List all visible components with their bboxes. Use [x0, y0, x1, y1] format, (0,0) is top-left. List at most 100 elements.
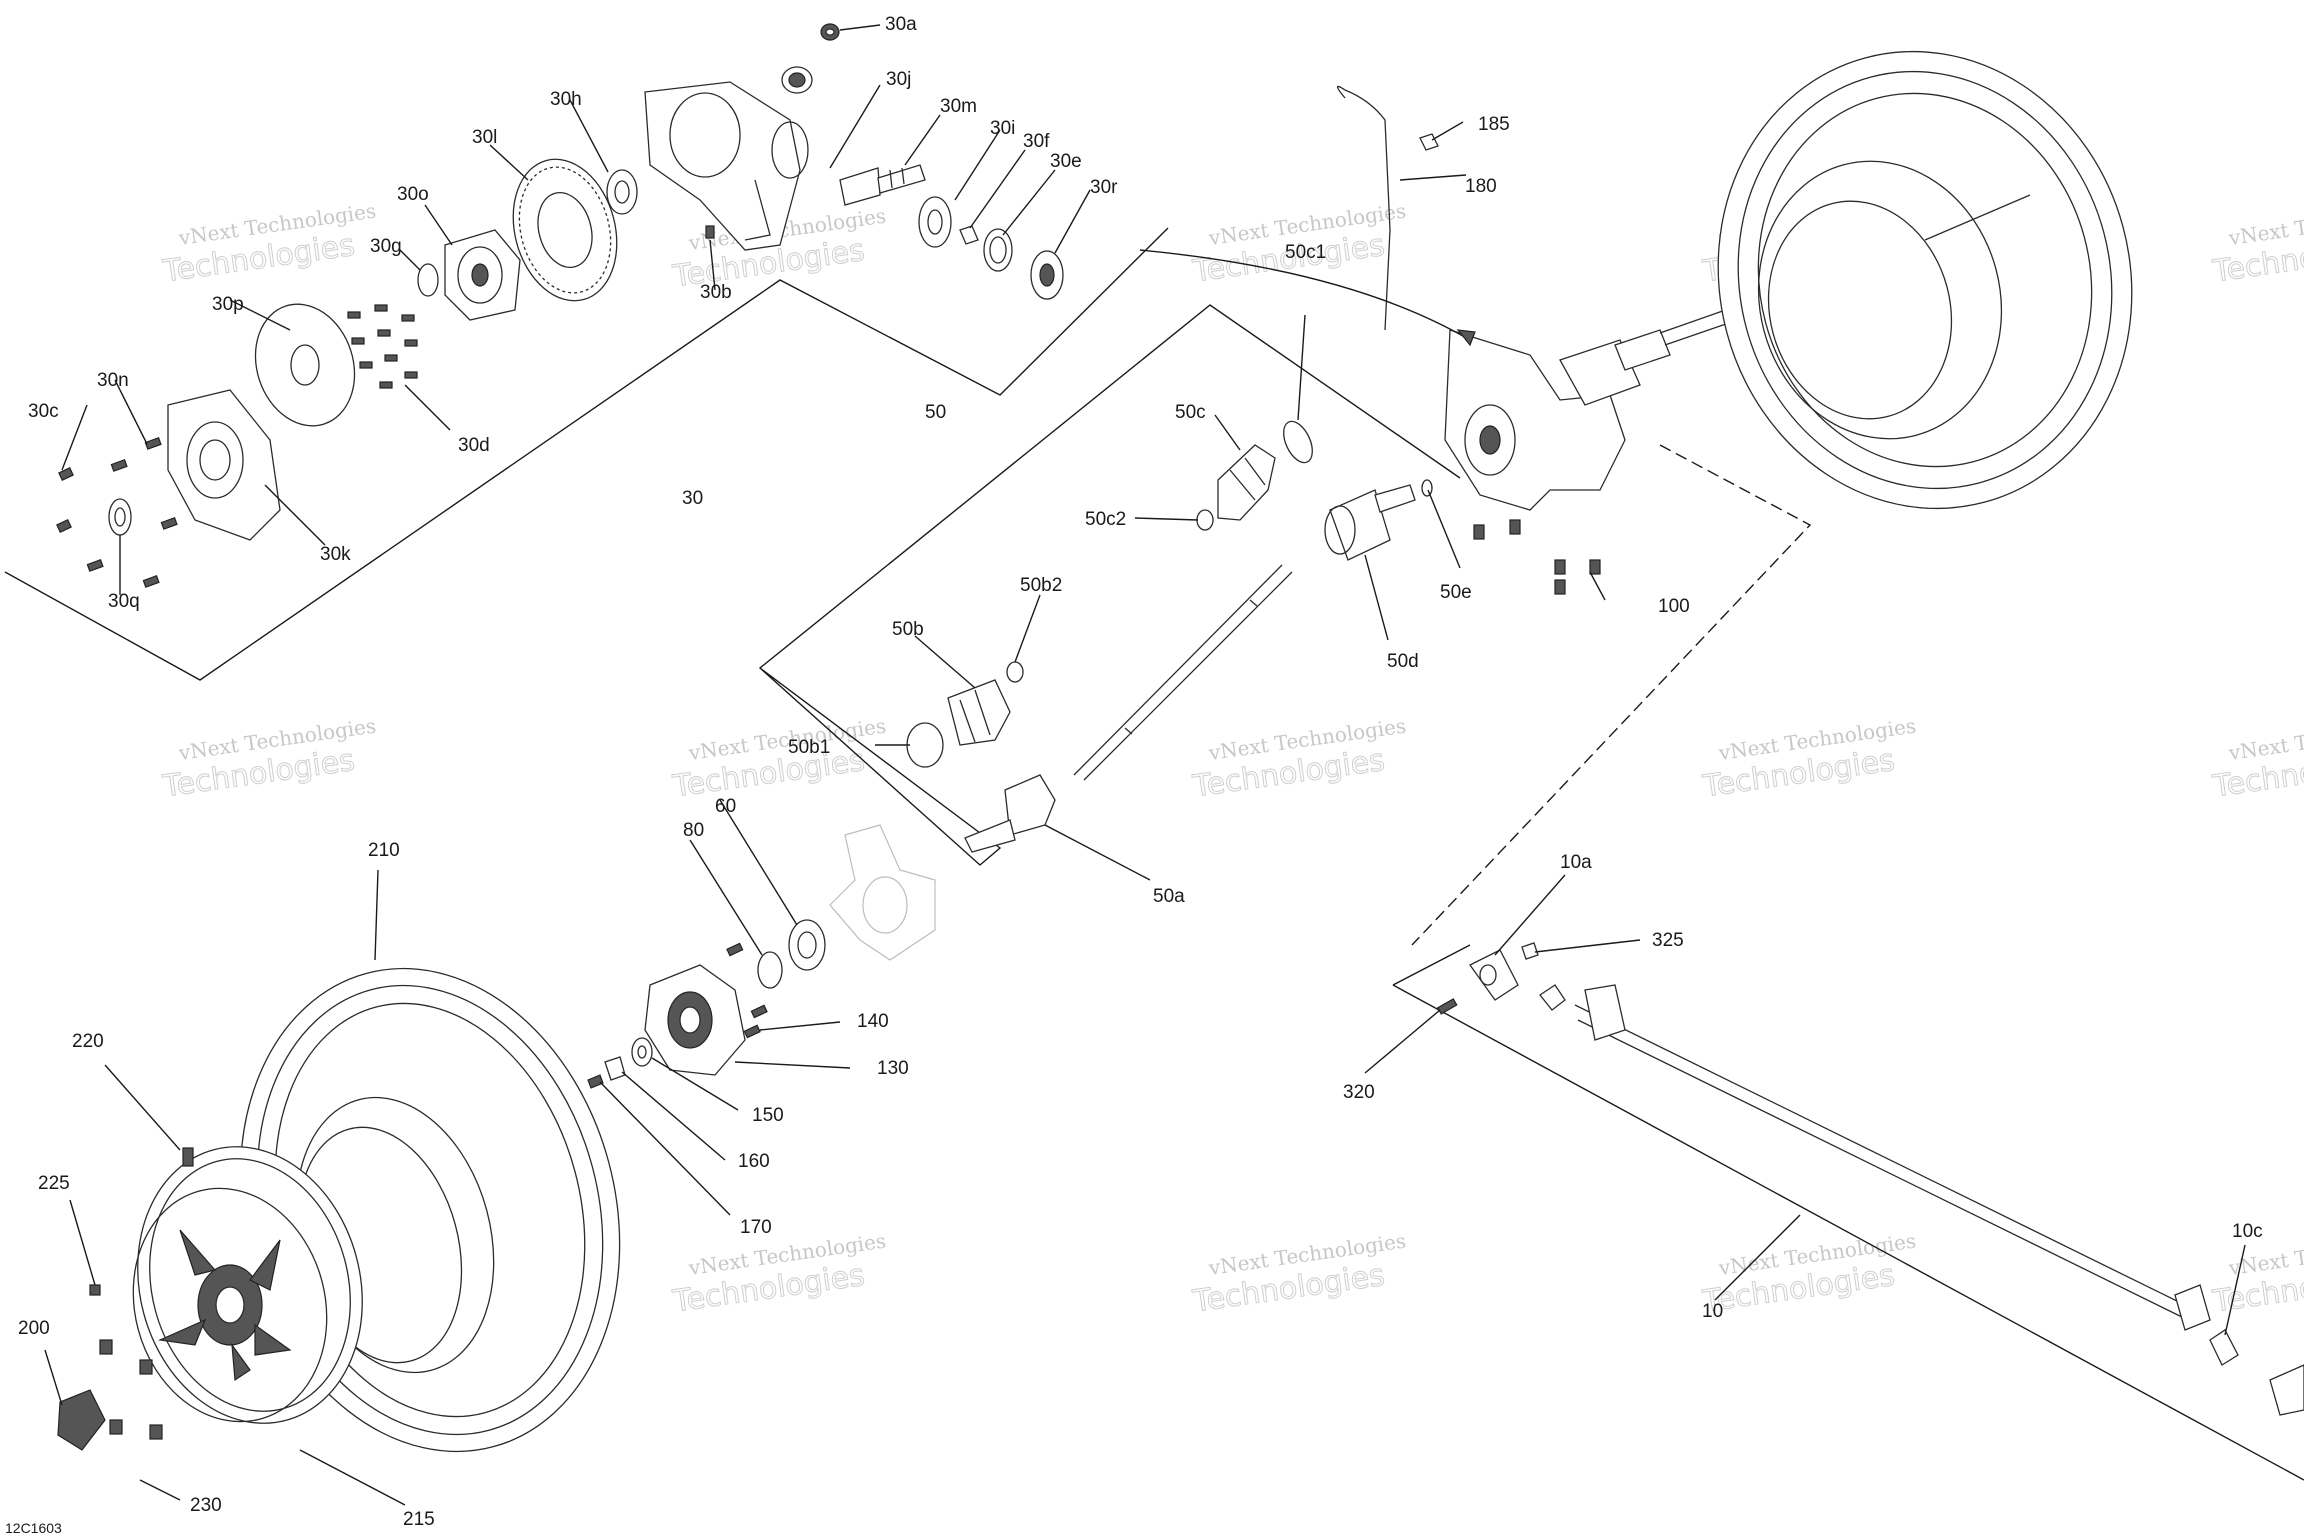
bolt-icon	[705, 225, 715, 239]
vent-hose-180	[1336, 85, 1391, 331]
bolt-icon	[58, 467, 74, 481]
callout-50d: 50d	[1387, 651, 1419, 672]
cover-30k	[167, 389, 281, 541]
boot-50c	[1217, 444, 1276, 521]
callout-30b: 30b	[700, 282, 732, 303]
bolt-icon	[377, 329, 391, 337]
hub-cap-200	[57, 1389, 106, 1451]
bolt-icon	[743, 1024, 761, 1039]
group-50-half-shaft	[906, 420, 1433, 853]
callout-180: 180	[1465, 176, 1497, 197]
figure-code: 12C1603	[5, 1520, 62, 1536]
nut-160	[604, 1056, 626, 1081]
bearing-30h	[606, 169, 638, 215]
yoke-end	[2269, 1364, 2304, 1416]
callout-30k: 30k	[320, 544, 351, 565]
callout-30j: 30j	[886, 69, 911, 90]
clamp-50c1	[1283, 420, 1313, 464]
callout-60: 60	[715, 796, 736, 817]
yoke-rear	[2174, 1284, 2211, 1331]
callout-50e: 50e	[1440, 582, 1472, 603]
bolt-icon	[1436, 998, 1458, 1015]
group-10-bracket-top	[1392, 944, 1471, 986]
knuckle-ghost	[829, 824, 936, 961]
group-10-bracket	[1392, 984, 2304, 1481]
bolt-icon	[404, 371, 418, 379]
watermark: vNext Technologies Technologies	[1190, 714, 1408, 805]
bearing-30q	[108, 498, 132, 536]
u-joint-10c	[2209, 1329, 2239, 1366]
callout-50c1: 50c1	[1285, 242, 1326, 263]
lug-nut-225	[89, 1284, 101, 1296]
callout-320: 320	[1343, 1082, 1375, 1103]
callout-50c: 50c	[1175, 402, 1206, 423]
cotter-pin-170	[587, 1074, 604, 1089]
watermark: vNext Technologies Technologies	[670, 714, 888, 805]
clamp-50c2	[1196, 509, 1214, 531]
callout-170: 170	[740, 1217, 772, 1238]
watermark: vNext Technologies Technologies	[2210, 714, 2304, 805]
yoke-10a	[1469, 949, 1519, 1001]
callout-30a: 30a	[885, 14, 917, 35]
u-joint-cross	[1539, 984, 1566, 1011]
callout-30f: 30f	[1023, 131, 1050, 152]
callout-100: 100	[1658, 596, 1690, 617]
callout-140: 140	[857, 1011, 889, 1032]
ring-gear-30l	[512, 158, 618, 302]
group-30-differential	[56, 23, 1064, 588]
callout-30c: 30c	[28, 401, 59, 422]
tube-edge-top	[1574, 1004, 2186, 1306]
nut-30a	[820, 23, 840, 41]
callout-50b: 50b	[892, 619, 924, 640]
clamp-50b2	[1006, 661, 1024, 683]
bolt-icon	[401, 314, 415, 322]
hub-130	[644, 964, 746, 1076]
callout-30g: 30g	[370, 236, 402, 257]
callout-labels: 30 30a 30b 30c 30d 30e 30f 30g 30h 30i 3…	[5, 14, 2263, 1536]
lug-nut-230	[139, 1359, 153, 1375]
bolt-icon	[144, 437, 162, 450]
lug-nut-230	[109, 1419, 123, 1435]
bearing-60	[788, 919, 826, 971]
bolt-icon	[1473, 524, 1485, 540]
bolt-icon	[359, 361, 373, 369]
bolt-icon	[404, 339, 418, 347]
callout-30i: 30i	[990, 118, 1015, 139]
bolt-icon	[347, 311, 361, 319]
diff-case-30o	[444, 229, 521, 321]
ring-30f	[983, 228, 1013, 272]
dashed-leader-diff-to-shaft	[1411, 444, 1812, 946]
callout-50: 50	[925, 402, 946, 423]
callout-30n: 30n	[97, 370, 129, 391]
watermark: vNext Technologies Technologies	[2210, 1229, 2304, 1320]
plate-30p	[254, 303, 356, 427]
callout-50c2: 50c2	[1085, 509, 1126, 530]
tube-edge-bottom	[1577, 1019, 2189, 1321]
watermark: vNext Technologies Technologies	[160, 714, 378, 805]
callout-50b1: 50b1	[788, 737, 830, 758]
callout-30m: 30m	[940, 96, 977, 117]
callout-30d: 30d	[458, 435, 490, 456]
callout-230: 230	[190, 1495, 222, 1516]
cv-joint-50a	[964, 774, 1056, 853]
callout-30o: 30o	[397, 184, 429, 205]
callout-80: 80	[683, 820, 704, 841]
callout-50b2: 50b2	[1020, 575, 1062, 596]
ring-30g	[417, 263, 439, 297]
bolt-icon	[726, 942, 744, 957]
nut-325	[1521, 942, 1539, 960]
bolt-icon	[142, 575, 160, 588]
watermark: vNext Technologies Technologies	[160, 199, 378, 290]
bolt-icon	[56, 519, 72, 533]
bolt-icon	[160, 517, 178, 530]
watermark: vNext Technologies Technologies	[1190, 1229, 1408, 1320]
arrow-head-icon	[1456, 329, 1476, 347]
bolt-icon	[351, 337, 365, 345]
boot-50b-ridges	[959, 689, 991, 743]
valve-stem-220	[182, 1147, 194, 1167]
clamp-50b1	[906, 722, 944, 768]
watermark: vNext Technologies Technologies	[2210, 199, 2304, 290]
bolt-icon	[750, 1004, 768, 1019]
watermark: vNext Technologies Technologies	[1700, 714, 1918, 805]
